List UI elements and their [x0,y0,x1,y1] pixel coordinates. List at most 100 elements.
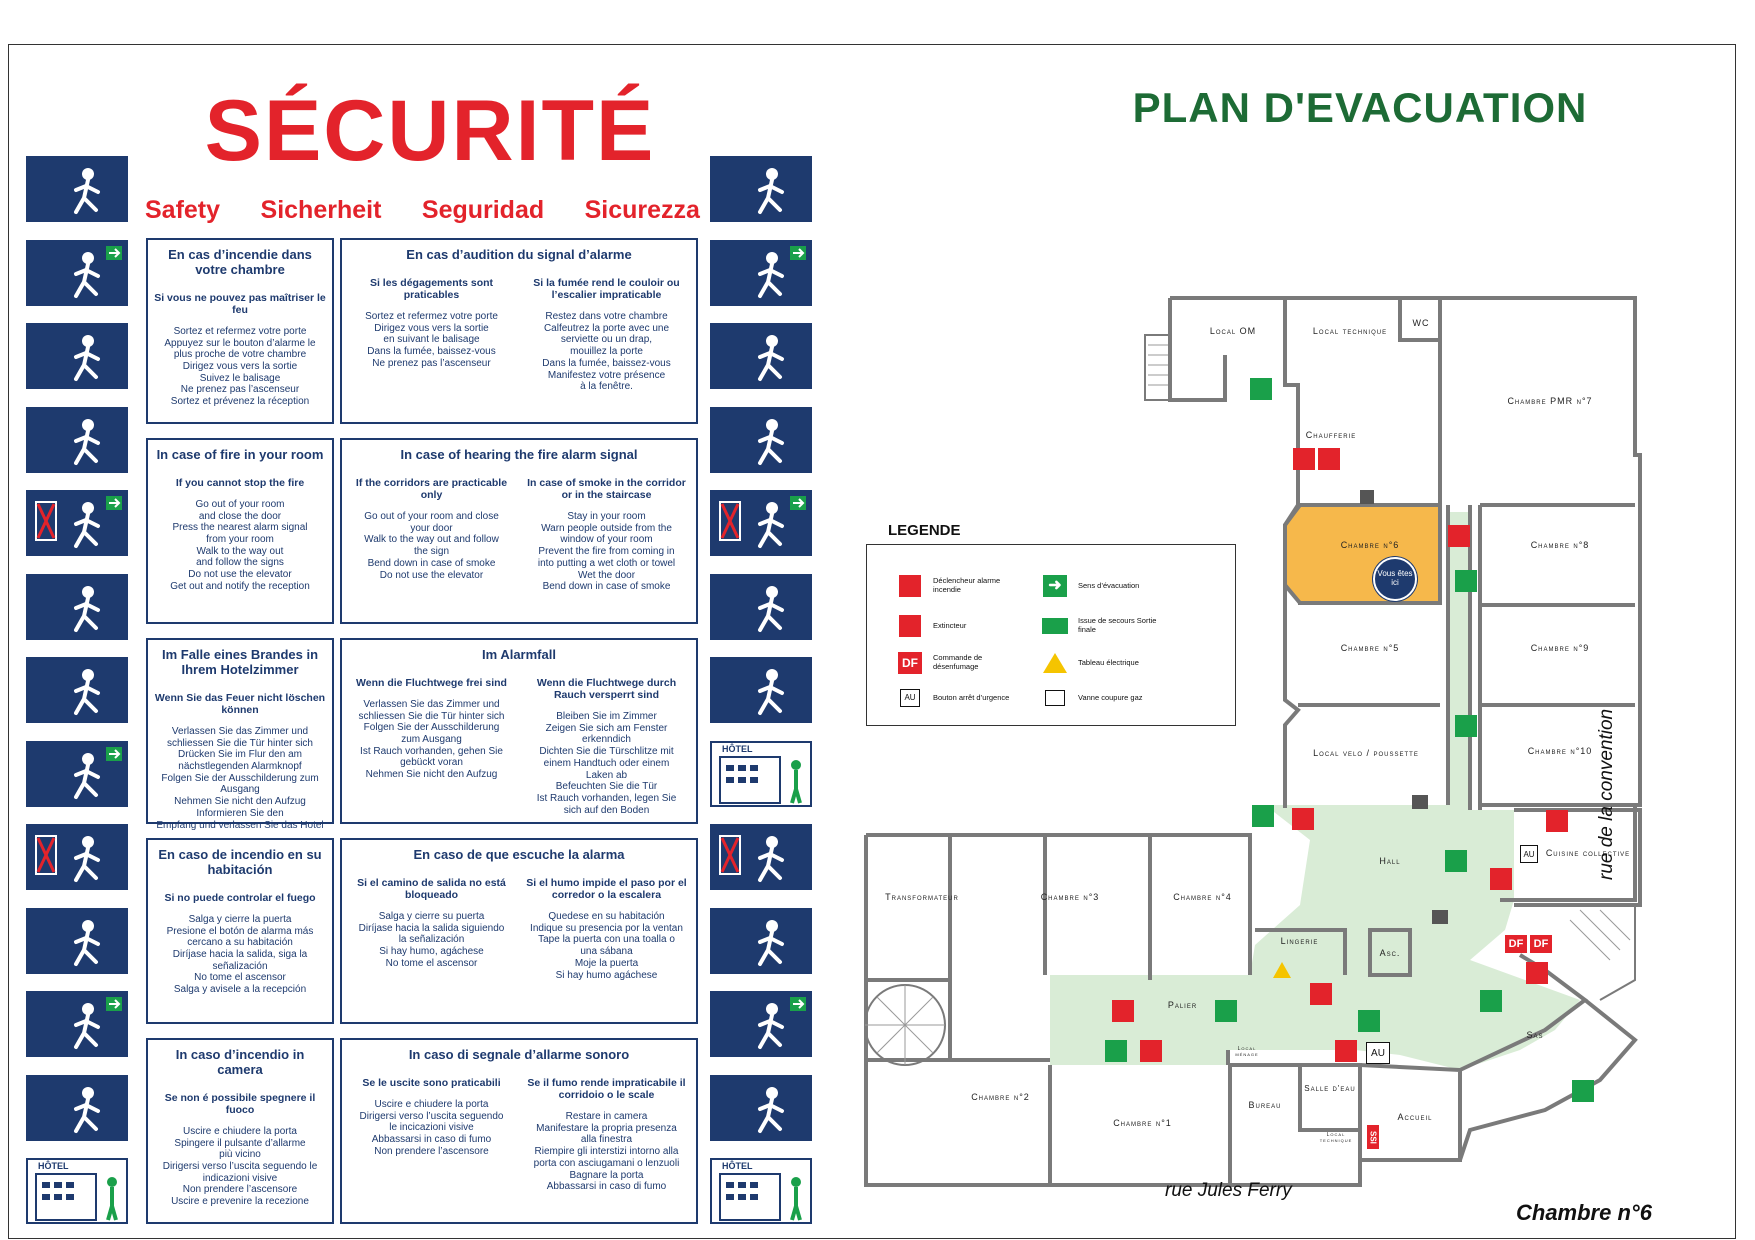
df-control: DF [1505,935,1527,953]
alarm-col2-subtitle: Si el humo impide el paso por el corredo… [526,876,687,901]
alarm-col2-text: Bleiben Sie im Zimmer Zeigen Sie sich am… [536,711,677,816]
emergency-stop-icon: AU [897,685,923,711]
exit-alarm-icon [26,406,128,473]
door-exit-icon [710,323,812,389]
emergency-exit-icon [1042,613,1068,639]
hotel-label: HÔTEL [38,1161,69,1171]
room-local-velo: Local velo / poussette [1313,748,1419,758]
hotel-label: HÔTEL [722,743,753,754]
lang-sicurezza: Sicurezza [584,196,700,224]
language-titles: Safety Sicherheit Seguridad Sicurezza [145,196,700,225]
alarm-icon [1293,448,1315,470]
hotel-label: HÔTEL [722,1161,753,1171]
room-wc: WC [1412,318,1430,328]
room-caption: Chambre n°6 [1516,1200,1652,1225]
poster-frame [8,44,1736,1239]
alarm-col2-text: Quedese en su habitación Indique su pres… [530,911,683,981]
extinguisher-icon [897,613,923,639]
room-local-om: Local OM [1209,326,1257,336]
room-chaufferie: Chaufferie [1305,430,1357,440]
fire-title: En cas d’incendie dans votre chambre [168,247,312,277]
legend-box: Déclencheur alarme incendie ➜ Sens d’éva… [866,544,1236,726]
room-chambre9: Chambre n°9 [1530,643,1590,653]
alarm-panel-en: In case of hearing the fire alarm signal… [340,438,698,624]
legend-gas: Vanne coupure gaz [1042,685,1168,711]
alarm-col1-subtitle: Se le uscite sono praticabili [362,1076,501,1089]
corridor-area [1050,512,1580,1070]
room-chambre8: Chambre n°8 [1530,540,1590,550]
alarm-title: En cas d’audition du signal d’alarme [406,247,632,262]
gas-valve-icon [1042,685,1068,711]
df-icon: DF [897,650,923,676]
press-alarm-icon [26,490,128,556]
emergency-stop-button: AU [1366,1042,1390,1064]
run-exit-icon [26,657,128,723]
legend-au: AU Bouton arrêt d’urgence [897,685,1023,711]
alarm-icon [1490,868,1512,890]
extinguisher-icon [1140,1040,1162,1062]
room-chambre6: Chambre n°6 [1340,540,1400,550]
alarm-col2-subtitle: Se il fumo rende impraticabile il corrid… [527,1076,686,1101]
emergency-exit-icon [1252,805,1274,827]
fire-title: In case of fire in your room [156,447,324,462]
fire-text: Go out of your room and close the door P… [170,499,310,592]
fire-panel-de: Im Falle eines Brandes in Ihrem Hotelzim… [146,638,334,831]
securite-title: SÉCURITÉ [204,83,656,179]
fire-title: En caso de incendio en su habitación [158,847,322,877]
alarm-panel-de: Im Alarmfall Wenn die Fluchtwege frei si… [340,638,698,824]
street-right-label: rue de la convention [1596,708,1617,880]
lang-sicherheit: Sicherheit [260,196,382,224]
alarm-col1-subtitle: Si les dégagements sont praticables [369,276,494,301]
window-icon [710,657,812,723]
alarm-col1-text: Verlassen Sie das Zimmer und schliessen … [358,699,505,781]
corridor-icon [710,239,812,306]
alarm-col1-subtitle: If the corridors are practicable only [355,476,508,501]
exit-direction-icon [1480,990,1502,1012]
exit-direction-icon [1455,570,1477,592]
extinguisher-icon [1112,1000,1134,1022]
emergency-exit-icon [1250,378,1272,400]
extinguisher-icon [1292,808,1314,830]
alarm-panel-it: In caso di segnale d’allarme sonoro Se l… [340,1038,698,1224]
room-transformateur: Transformateur [885,892,959,902]
ssi-panel: SSI [1367,1125,1379,1149]
exit-direction-icon [1455,715,1477,737]
fire-subtitle: Si vous ne pouvez pas maîtriser le feu [154,291,326,316]
alarm-icon [897,573,923,599]
fire-subtitle: Se non é possibile spegnere il fuoco [164,1091,316,1116]
legend-elec: Tableau électrique [1042,650,1168,676]
stairs-icon [710,573,812,640]
fire-title: In caso d’incendio in camera [175,1047,305,1077]
street-bottom-label: rue Jules Ferry [1165,1180,1292,1201]
alarm-icon [1310,983,1332,1005]
alarm-col1-subtitle: Wenn die Fluchtwege frei sind [356,676,507,689]
door-walk-icon [710,406,812,473]
alarm-col2-subtitle: Wenn die Fluchtwege durch Rauch versperr… [536,676,677,701]
room-sas: Sas [1526,1030,1544,1040]
chambre6-area [1283,503,1442,605]
fire-subtitle: If you cannot stop the fire [175,476,305,489]
fire-text: Uscire e chiudere la porta Spingere il p… [162,1126,318,1208]
exit-door-icon [26,239,128,306]
df-control: DF [1530,935,1552,953]
fire-panel-it: In caso d’incendio in camera Se non é po… [146,1038,334,1224]
exit-direction-icon [1215,1000,1237,1022]
alarm-col2-subtitle: In case of smoke in the corridor or in t… [527,476,686,501]
legend-df: DF Commande de désenfumage [897,650,1023,676]
extinguisher-icon [1546,810,1568,832]
room-asc: Asc. [1379,948,1401,958]
alarm-panel-es: En caso de que escuche la alarma Si el c… [340,838,698,1024]
alarm-title: En caso de que escuche la alarma [413,847,625,862]
alarm-icon [1448,525,1470,547]
room-chambre4: Chambre n°4 [1173,892,1232,902]
room-chambre2: Chambre n°2 [971,1092,1030,1102]
room-hall: Hall [1379,856,1401,866]
alarm-title: In caso di segnale d’allarme sonoro [408,1047,630,1062]
stairs-down-icon [26,824,128,890]
sleep-icon [710,156,812,222]
fire-text: Sortez et refermez votre porte Appuyez s… [164,326,316,408]
no-elevator-icon [26,573,128,640]
fire-bed-icon [26,156,128,222]
plan-title: PLAN D'EVACUATION [1132,84,1588,131]
no-elevator-icon [710,490,812,556]
